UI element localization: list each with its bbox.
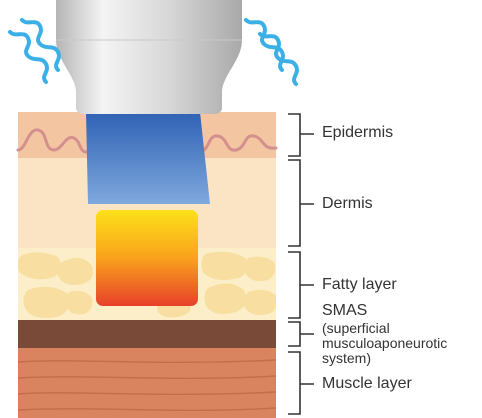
label-smas: SMAS <box>322 302 368 319</box>
label-fatty-layer: Fatty layer <box>322 276 397 293</box>
ultrasound-device-head <box>56 0 242 114</box>
muscle-layer <box>18 348 276 418</box>
bracket-epidermis <box>288 113 314 157</box>
layer-brackets <box>288 113 314 415</box>
label-dermis: Dermis <box>322 195 373 212</box>
bracket-smas <box>288 321 314 347</box>
label-smas-description-line2: musculoaponeurotic <box>322 335 448 351</box>
label-epidermis: Epidermis <box>322 124 394 141</box>
ultrasound-waves-icon <box>8 18 299 86</box>
bracket-fatty <box>288 251 314 319</box>
bracket-muscle <box>288 351 314 415</box>
label-smas-description-line3: system) <box>322 350 371 366</box>
bracket-dermis <box>288 159 314 247</box>
thermal-focal-zone <box>96 210 198 306</box>
smas-layer <box>18 320 276 348</box>
ultrasound-beam <box>86 112 210 204</box>
label-smas-description-line1: (superficial <box>322 320 390 336</box>
muscle-fibers <box>17 359 277 412</box>
label-muscle-layer: Muscle layer <box>322 375 412 392</box>
